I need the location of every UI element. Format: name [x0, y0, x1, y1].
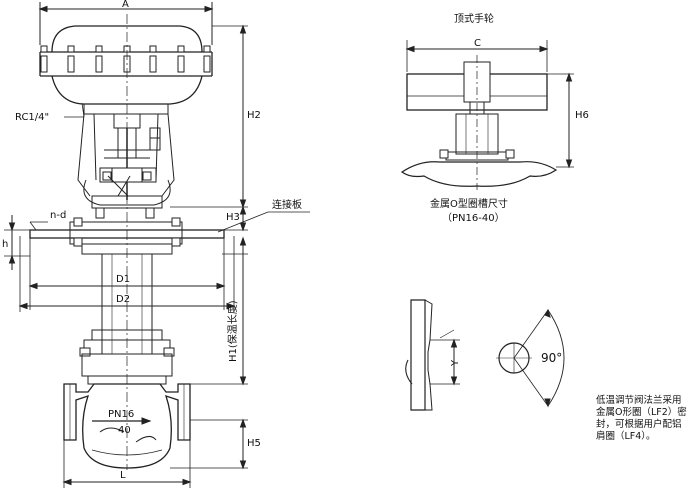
angle-label: 90° [541, 351, 562, 365]
dim-h3-label: H3 [226, 212, 240, 223]
actuator-bolts [40, 45, 211, 73]
note-line: 低温调节阀法兰采用 [596, 395, 682, 406]
note-line: 封，可根据用户配铝 [596, 419, 682, 430]
o-ring-caption: 金属O型圈槽尺寸 [430, 197, 508, 210]
dim-a-label: A [122, 0, 129, 10]
h-label: h [2, 239, 8, 250]
dim-h1-label: H1(保温长度) [226, 300, 239, 362]
dim-h5-label: H5 [247, 438, 261, 449]
connector-plate-label: 连接板 [272, 198, 302, 211]
pn16-label: PN16 [108, 409, 134, 420]
dim-y-label: Y [450, 359, 461, 367]
note-line: 肩圈（LF4）。 [596, 431, 656, 442]
top-handwheel-title: 顶式手轮 [454, 12, 494, 25]
dim-c-label: C [474, 38, 481, 49]
top-handwheel-detail: 顶式手轮 C H6 [400, 12, 589, 190]
low-temperature-note: 低温调节阀法兰采用 金属O形圈（LF2）密 封，可根据用户配铝 肩圈（LF4）。 [596, 395, 696, 443]
nd-label: n-d [50, 210, 66, 221]
main-valve-drawing: A [2, 0, 310, 488]
note-line: 金属O形圈（LF2）密 [596, 407, 687, 418]
pn-range-caption: （PN16-40） [442, 212, 505, 224]
rc-label: RC1/4" [15, 112, 49, 123]
size-40-label: 40 [118, 425, 131, 436]
o-ring-groove-detail: Y 90° [405, 299, 565, 411]
dim-l-label: L [120, 470, 126, 481]
dim-d1-label: D1 [116, 274, 130, 285]
dim-d2-label: D2 [116, 294, 130, 305]
dim-h2-label: H2 [247, 110, 261, 121]
dim-h6-label: H6 [575, 110, 589, 121]
